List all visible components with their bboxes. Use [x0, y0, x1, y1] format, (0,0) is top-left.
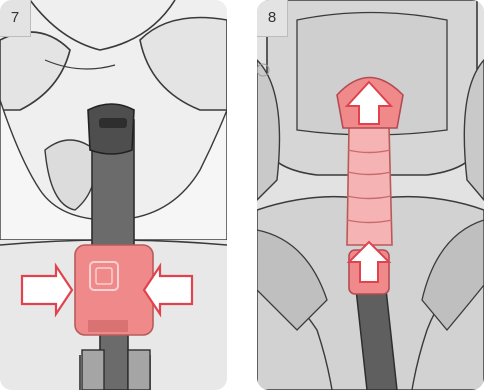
buckle-tongue [88, 104, 134, 154]
step-8-panel: 8 [257, 0, 484, 390]
step-number-badge: 7 [0, 0, 31, 37]
step-number-badge: 8 [257, 0, 288, 37]
strap-pad [347, 126, 392, 245]
step-7-illustration [0, 0, 227, 390]
step-8-illustration [257, 0, 484, 390]
step-7-panel: 7 [0, 0, 227, 390]
